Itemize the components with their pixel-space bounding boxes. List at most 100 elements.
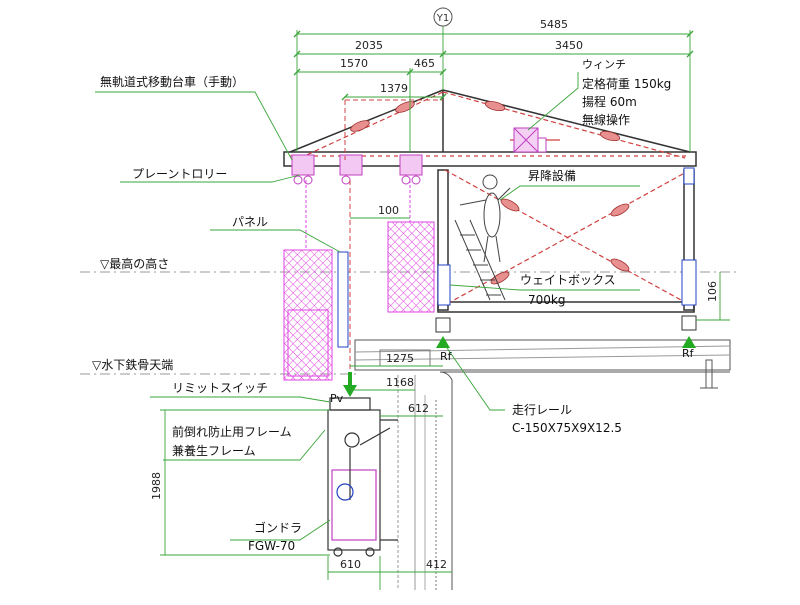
worker-body	[483, 192, 501, 238]
panel-board	[337, 251, 349, 348]
leader-lines	[95, 72, 640, 541]
panel-left-inner	[287, 309, 329, 377]
gondola-worker-head	[344, 432, 360, 448]
rf-marker-left	[436, 336, 450, 348]
turnbuckle	[500, 198, 520, 212]
leader-frame	[163, 429, 326, 461]
worker-leg	[495, 235, 501, 263]
pv-marker	[343, 385, 357, 397]
trolley-right	[399, 154, 423, 176]
dim-1988: 1988	[150, 472, 163, 500]
turnbuckle	[350, 120, 370, 132]
worker-arm	[459, 199, 487, 206]
gondola-worker-arm	[359, 427, 391, 446]
label-max-height: ▽最高の高さ	[100, 256, 169, 271]
worker-leg	[483, 235, 489, 263]
winch	[513, 127, 547, 153]
roof-slope-line	[354, 345, 731, 353]
leader-carriage	[95, 91, 293, 161]
label-pv: Pv	[330, 392, 344, 405]
roof-slope-line-2	[354, 354, 731, 361]
label-frame-line1: 前倒れ防止用フレーム	[172, 424, 292, 439]
trolley-left	[291, 154, 315, 176]
trolley-wheel	[411, 175, 421, 185]
bottom-beam	[437, 301, 695, 313]
dimension-lines	[160, 20, 730, 590]
label-rail-spec: C-150X75X9X12.5	[512, 421, 622, 435]
label-plain-trolley: プレーントロリー	[132, 167, 227, 181]
leader-trolley	[120, 174, 301, 183]
ladder-rail	[454, 219, 491, 301]
grid-axis-y1: Y1	[433, 7, 453, 27]
dim-100: 100	[378, 204, 399, 217]
support-markers	[343, 315, 697, 397]
label-steel-top: ▽水下鉄骨天端	[92, 357, 173, 372]
label-winch-load: 定格荷重 150kg	[582, 76, 671, 91]
worker-arm	[497, 187, 511, 201]
dim-412: 412	[426, 558, 447, 571]
trolley-wheel	[401, 175, 411, 185]
brace-cross-2	[444, 169, 691, 306]
dim-610: 610	[340, 558, 361, 571]
gondola-hoist	[336, 483, 354, 501]
center-post	[437, 169, 449, 311]
dim-106: 106	[706, 281, 719, 302]
label-weight-value: 700kg	[528, 293, 565, 307]
building-structure	[354, 339, 731, 590]
trolley-mid	[339, 154, 363, 176]
label-gondola-model: FGW-70	[248, 539, 295, 553]
gondola-wheel	[365, 547, 375, 557]
labels: 無軌道式移動台車（手動） ウィンチ 定格荷重 150kg 揚程 60m 無線操作…	[92, 58, 695, 553]
dim-1275: 1275	[386, 352, 414, 365]
turnbuckle	[610, 203, 630, 217]
ladder-rail	[469, 219, 506, 301]
lift-ladder	[454, 174, 511, 301]
winch-cross	[513, 127, 539, 153]
wheel-left	[435, 317, 451, 333]
label-panel: パネル	[232, 215, 268, 229]
weight-box-right	[681, 259, 697, 306]
turnbuckles	[350, 100, 630, 285]
gondola-cage	[327, 409, 381, 551]
winch-motor	[537, 137, 547, 153]
right-post-cap	[683, 167, 695, 185]
label-rf-right: Rf	[682, 347, 695, 360]
leader-rail	[444, 344, 505, 411]
brace-left-top	[299, 91, 444, 159]
dim-612: 612	[408, 402, 429, 415]
gondola	[327, 397, 398, 557]
dim-overall: 5485	[540, 18, 568, 31]
grid-axis-label: Y1	[436, 13, 449, 24]
gondola-wheel	[333, 547, 343, 557]
dim-465: 465	[414, 57, 435, 70]
label-winch-title: ウィンチ	[582, 58, 626, 71]
label-winch-control: 無線操作	[582, 112, 630, 127]
leader-gondola	[230, 519, 331, 541]
turnbuckle	[610, 258, 630, 272]
worker-head	[482, 174, 498, 190]
rf-marker-right	[682, 336, 696, 348]
label-lift-device: 昇降設備	[528, 168, 576, 183]
dim-left-span: 2035	[355, 39, 383, 52]
leader-panel	[210, 229, 341, 253]
turnbuckle	[490, 271, 510, 285]
dim-right-span: 3450	[555, 39, 583, 52]
trolley-wheel	[341, 175, 351, 185]
wheel-right	[681, 315, 697, 331]
level-lines	[80, 271, 740, 375]
label-rail-title: 走行レール	[512, 403, 572, 417]
label-carriage: 無軌道式移動台車（手動）	[100, 74, 244, 89]
gondola-basket	[331, 469, 377, 541]
trolleys	[291, 154, 423, 185]
turnbuckle	[484, 100, 506, 112]
label-limit-switch: リミットスイッチ	[172, 381, 268, 395]
roof-rafter-right	[442, 89, 691, 153]
turnbuckle	[599, 130, 621, 142]
panel-right-hatch	[387, 221, 435, 313]
weight-boxes	[437, 167, 697, 306]
pv-arrow-stem	[348, 372, 352, 386]
label-winch-lift: 揚程 60m	[582, 94, 637, 109]
leader-lift	[499, 185, 640, 201]
weight-box-left	[437, 264, 451, 306]
